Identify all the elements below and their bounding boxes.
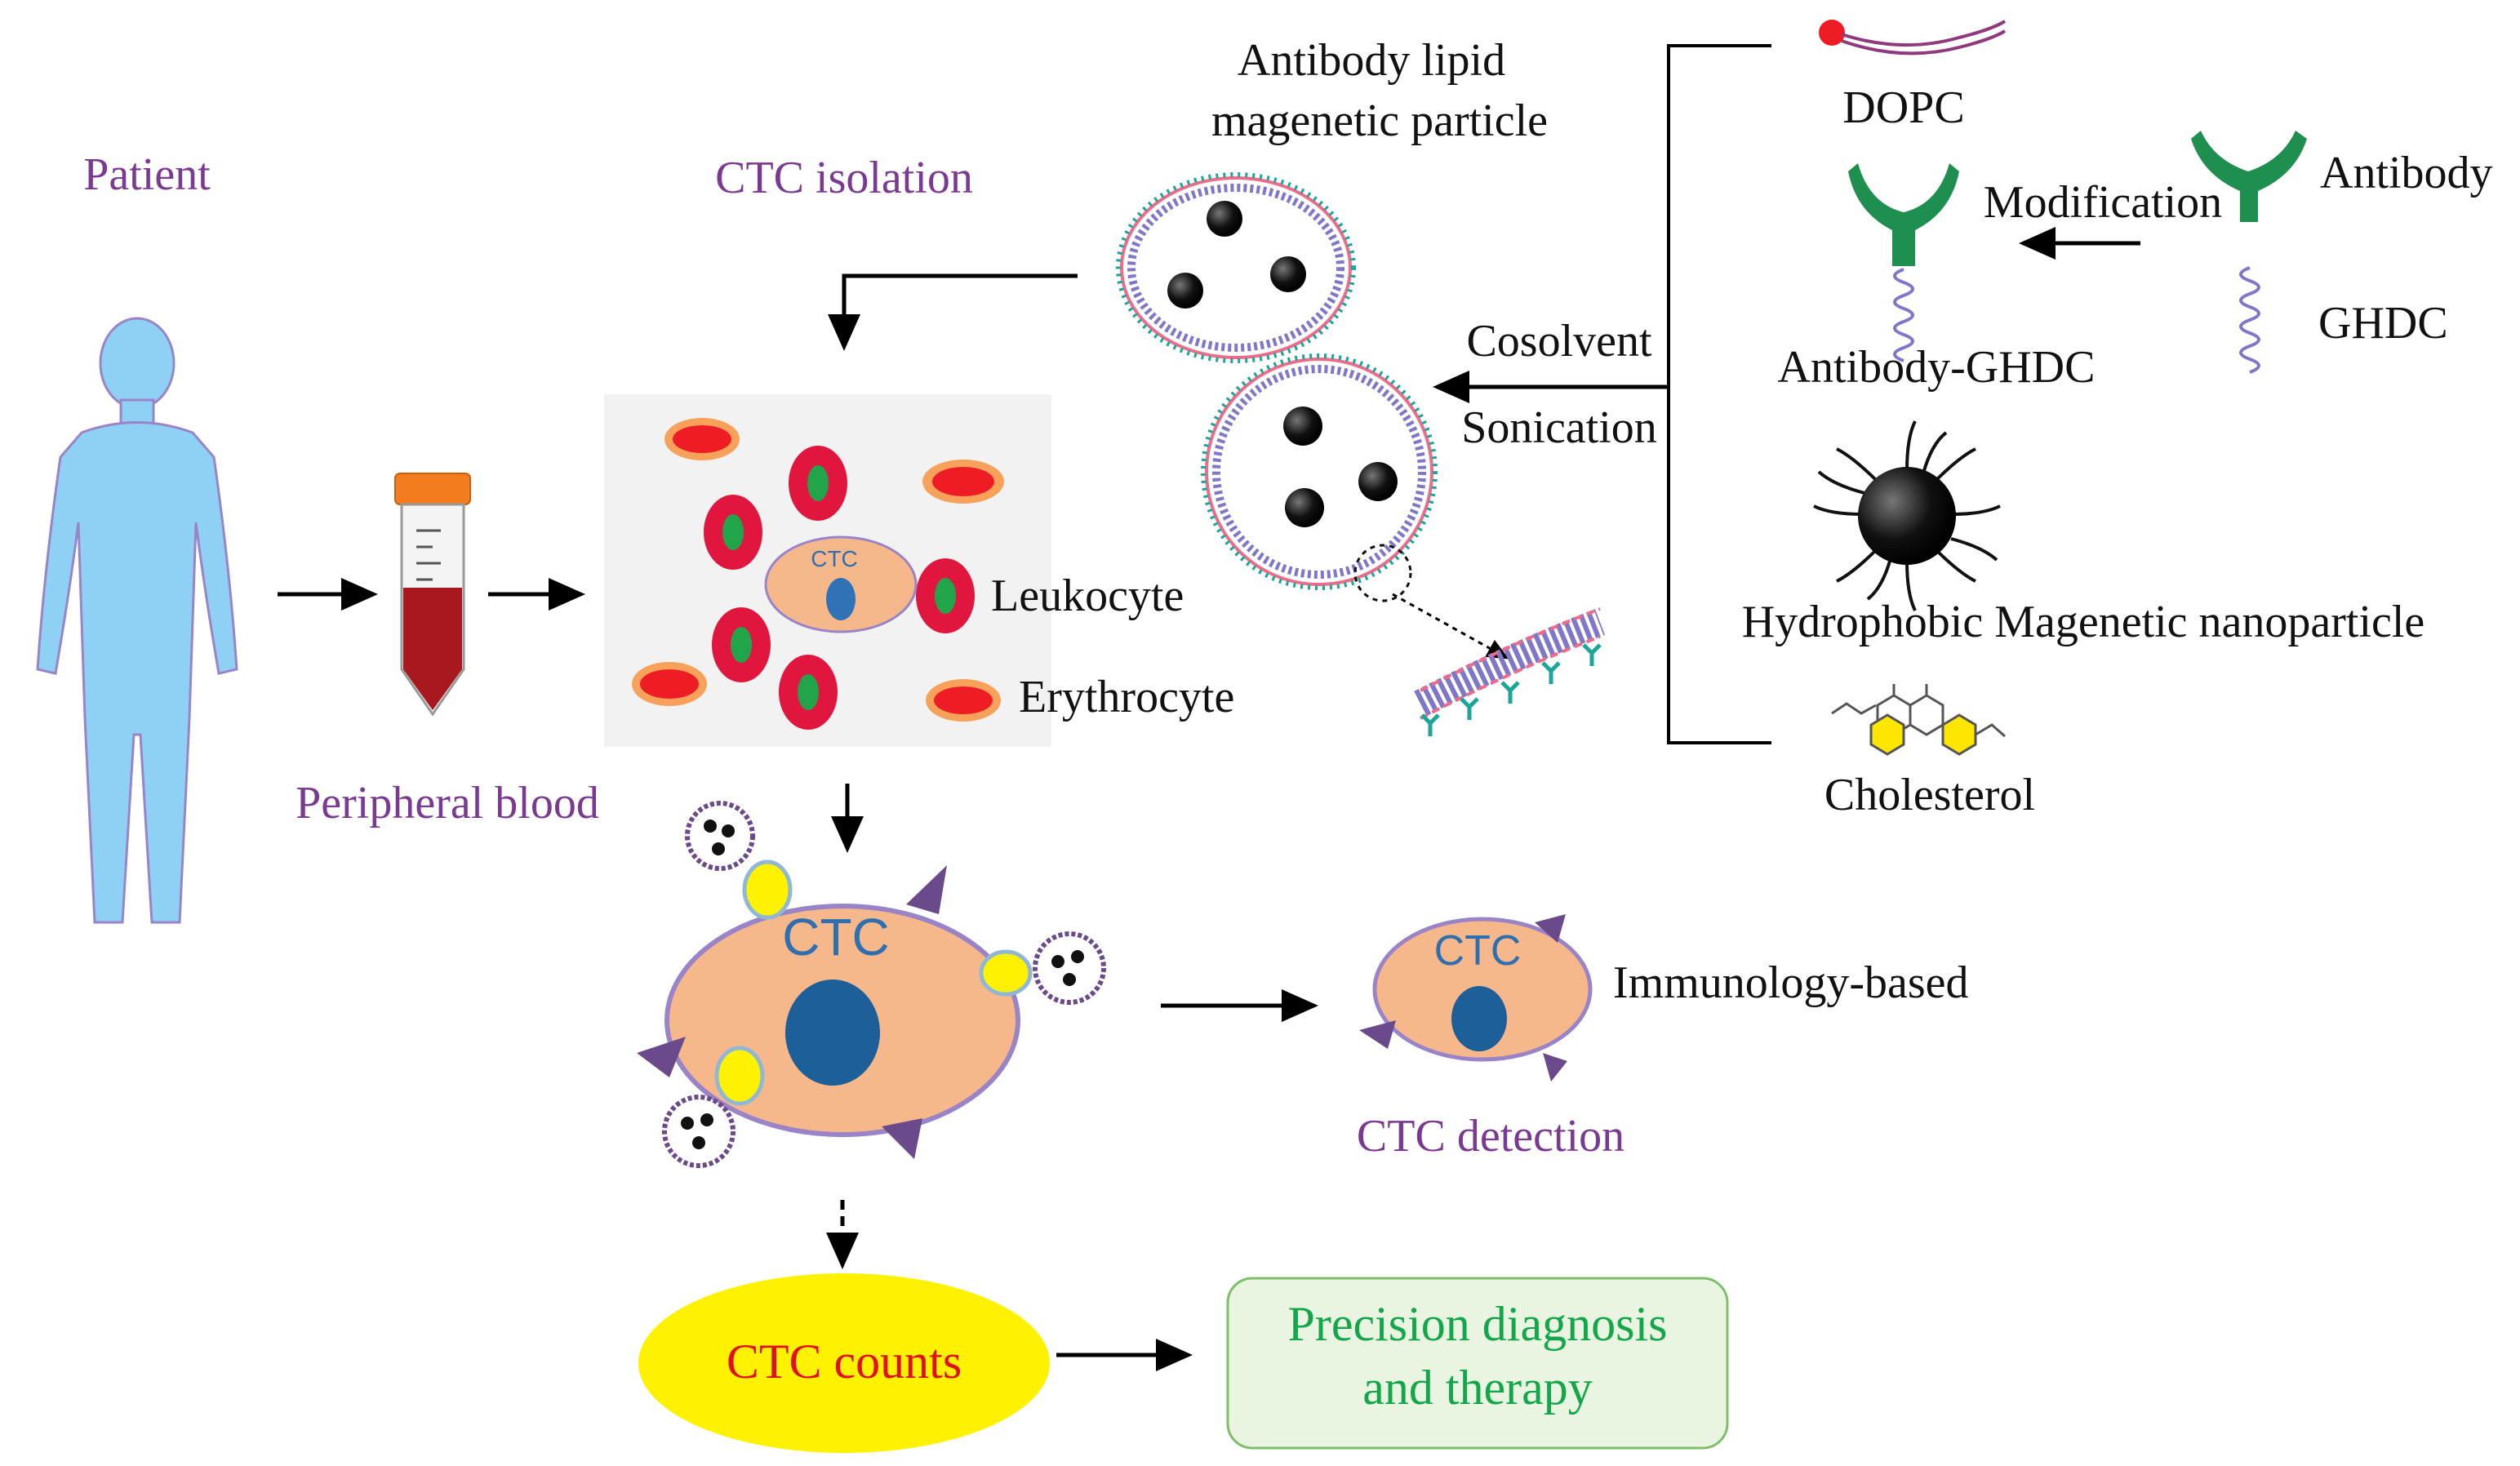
erythrocyte-cells: [632, 418, 1004, 722]
ghdc-spring-icon: [2239, 266, 2260, 374]
leukocyte-cells: [704, 446, 975, 730]
zoom-arrow: [1392, 593, 1509, 660]
captured-ctc-cell: CTC: [637, 801, 1106, 1168]
blood-tube-icon: [394, 473, 471, 717]
sonication-label: Sonication: [1461, 402, 1657, 453]
erythrocyte-label: Erythrocyte: [1019, 672, 1234, 722]
components-bracket: [1667, 44, 1771, 744]
ctc-large-label: CTC: [782, 908, 890, 966]
dopc-label: DOPC: [1842, 82, 1964, 133]
modification-label: Modification: [1984, 177, 2222, 228]
nanoparticle-icon: [1813, 420, 2001, 611]
ctc-detection-label: CTC detection: [1357, 1111, 1624, 1162]
particle-to-isolation-arrow: [828, 273, 1078, 351]
ctc-isolation-label: CTC isolation: [715, 153, 973, 203]
antibody-ghdc-icon: [1848, 163, 1959, 362]
precision-node: Precision diagnosis and therapy: [1226, 1277, 1729, 1450]
human-silhouette-icon: [36, 317, 238, 924]
patient-label: Patient: [83, 149, 211, 200]
dopc-lipid-icon: [1819, 20, 2007, 56]
antibody-label: Antibody: [2320, 148, 2493, 198]
peripheral-blood-label: Peripheral blood: [296, 778, 599, 829]
cosolvent-label: Cosolvent: [1466, 316, 1652, 366]
antibody-ghdc-label: Antibody-GHDC: [1778, 342, 2096, 393]
liposome-icon-2: [1201, 353, 1438, 602]
antibody-icon: [2191, 131, 2307, 222]
ctc-counts-label: CTC counts: [727, 1335, 962, 1388]
antibody-lipid-line1-label: Antibody lipid: [1238, 35, 1505, 86]
ghdc-label: GHDC: [2318, 298, 2448, 349]
hydrophobic-np-label: Hydrophobic Magenetic nanoparticle: [1742, 597, 2425, 647]
ctc-detection-cell: CTC: [1359, 914, 1593, 1082]
liposome-icon: [1116, 172, 1356, 363]
ctc-counts-node: CTC counts: [638, 1273, 1050, 1453]
ctc-cell-small: CTC: [764, 535, 918, 633]
immunology-based-label: Immunology-based: [1613, 957, 1968, 1008]
precision-line1-label: Precision diagnosis: [1288, 1297, 1668, 1351]
cholesterol-label: Cholesterol: [1824, 770, 2035, 820]
ctc-small-label: CTC: [811, 546, 858, 571]
mini-liposome-icons: [662, 801, 1106, 1168]
ctc-detect-cell-label: CTC: [1434, 927, 1522, 975]
membrane-detail-icon: [1414, 607, 1606, 736]
antibody-lipid-line2-label: magenetic particle: [1211, 96, 1548, 146]
leukocyte-label: Leukocyte: [991, 571, 1184, 621]
cholesterol-molecule-icon: [1831, 684, 2006, 756]
precision-line2-label: and therapy: [1362, 1361, 1593, 1415]
